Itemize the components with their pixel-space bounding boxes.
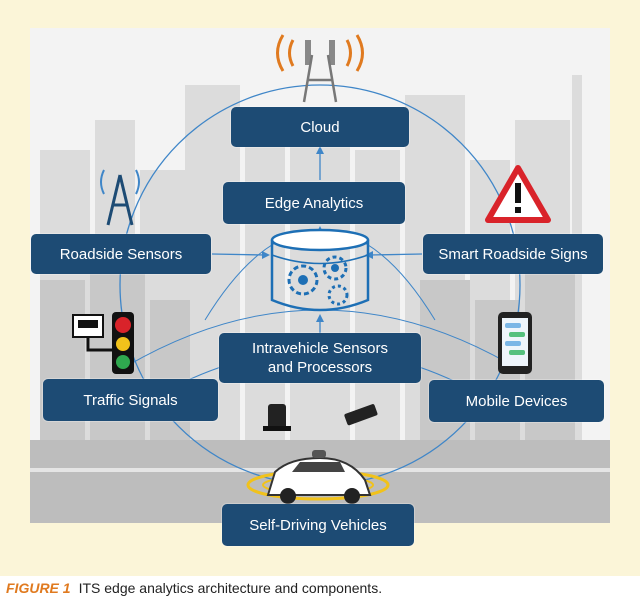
autonomous-car-icon [246,450,390,504]
traffic-signals-label: Traffic Signals [83,391,178,409]
traffic-signals-node: Traffic Signals [43,379,218,421]
arrow-sensors-to-db [211,253,266,256]
figure-caption: FIGURE 1 ITS edge analytics architecture … [6,580,382,596]
diagram-canvas [30,28,610,523]
roadside-sensors-node: Roadside Sensors [31,234,211,274]
roadside-sensors-label: Roadside Sensors [59,245,183,263]
processor-icon [344,404,378,426]
smart-roadside-signs-label: Smart Roadside Signs [438,245,588,263]
warning-sign-icon [485,165,551,223]
sensor-icon [263,404,291,431]
intravehicle-label-line2: and Processors [267,359,373,376]
cloud-node: Cloud [231,107,409,147]
self-driving-vehicles-label: Self-Driving Vehicles [249,516,387,534]
cell-tower-icon [276,34,364,103]
smart-roadside-signs-node: Smart Roadside Signs [423,234,603,274]
intravehicle-label-line1: Intravehicle Sensors [252,340,388,357]
edge-analytics-node: Edge Analytics [223,182,405,224]
self-driving-vehicles-node: Self-Driving Vehicles [222,504,414,546]
mobile-devices-node: Mobile Devices [429,380,604,422]
mobile-devices-label: Mobile Devices [465,392,568,410]
intravehicle-node: Intravehicle Sensors and Processors [219,333,421,383]
radio-tower-icon [100,169,140,226]
database-gears-icon [270,228,370,312]
edge-analytics-label: Edge Analytics [264,194,364,212]
arrow-signs-to-db [369,253,423,256]
figure-caption-label: FIGURE 1 [6,580,71,596]
smartphone-icon [498,312,532,374]
cloud-label: Cloud [300,118,340,136]
figure-caption-text: ITS edge analytics architecture and comp… [78,580,383,596]
traffic-light-icon [72,312,134,374]
